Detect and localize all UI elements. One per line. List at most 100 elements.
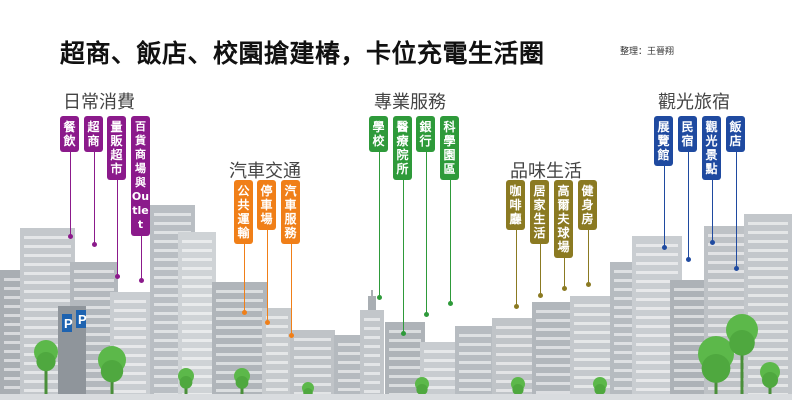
building-window-row	[748, 330, 788, 333]
pointer-dot	[114, 274, 120, 279]
building-window-row	[708, 243, 746, 246]
tag-car-service: 汽車服務	[281, 180, 300, 244]
tree-icon	[512, 384, 524, 396]
building-window-row	[674, 288, 706, 291]
building-window-row	[182, 258, 212, 261]
building-window-row	[708, 315, 746, 318]
building-window-row	[114, 390, 146, 393]
building-window-row	[536, 310, 573, 313]
building-window-row	[338, 352, 380, 355]
building-window-row	[389, 384, 421, 387]
tag-hotel: 飯店	[726, 116, 745, 152]
building-window-row	[24, 335, 71, 338]
tag-gym: 健身房	[578, 180, 597, 230]
pointer-line	[378, 152, 380, 297]
building-window-row	[74, 297, 114, 300]
building-window-row	[266, 388, 288, 391]
building-window-row	[748, 267, 788, 270]
building-window-row	[266, 316, 288, 319]
building-window-row	[182, 240, 212, 243]
pointer-line	[687, 152, 689, 259]
building-window-row	[614, 387, 646, 390]
tag-tourist-spot: 觀光景點	[702, 116, 721, 180]
tree-icon	[100, 360, 124, 383]
building-window-row	[636, 388, 678, 391]
building-window-row	[154, 357, 191, 360]
tag-parking: 停車場	[257, 180, 276, 230]
building-window-row	[389, 357, 421, 360]
building-window-row	[614, 315, 646, 318]
pointer-dot	[67, 234, 73, 239]
building-window-row	[748, 357, 788, 360]
building-window-row	[424, 368, 456, 371]
building-window-row	[154, 321, 191, 324]
pointer-line	[402, 180, 404, 333]
parking-letter-icon: P	[78, 312, 87, 327]
building-window-row	[266, 352, 288, 355]
pointer-dot	[423, 312, 429, 317]
building-window-row	[459, 352, 491, 355]
building-window-row	[294, 347, 331, 350]
building-window-row	[114, 372, 146, 375]
tower-antenna	[371, 290, 373, 298]
building-window-row	[294, 338, 331, 341]
tree-icon	[594, 384, 606, 396]
building-window-row	[114, 300, 146, 303]
building-window-row	[154, 249, 191, 252]
building-window-row	[266, 370, 288, 373]
tag-public-transport: 公共運輸	[234, 180, 253, 244]
building-window-row	[614, 270, 646, 273]
building-window-row	[459, 361, 491, 364]
building-window-row	[154, 267, 191, 270]
building-window-row	[674, 342, 706, 345]
building-window-row	[182, 294, 212, 297]
building-window-row	[674, 378, 706, 381]
building-window-row	[674, 297, 706, 300]
building-window-row	[182, 339, 212, 342]
building-window-row	[674, 351, 706, 354]
pointer-dot	[661, 245, 667, 250]
building-window-row	[614, 297, 646, 300]
building-window-row	[536, 346, 573, 349]
building-window-row	[114, 354, 146, 357]
pointer-line	[266, 230, 268, 322]
parking-sign	[76, 310, 86, 328]
building-window-row	[459, 343, 491, 346]
tag-school: 學校	[369, 116, 388, 152]
building-window-row	[154, 375, 191, 378]
building-window-row	[154, 348, 191, 351]
building-window-row	[674, 315, 706, 318]
pointer-line	[69, 152, 71, 236]
building-window-row	[74, 333, 114, 336]
building-window-row	[496, 371, 533, 374]
building-window-row	[574, 367, 611, 370]
building-window-row	[424, 350, 456, 353]
building-window-row	[364, 318, 380, 321]
building-window-row	[748, 231, 788, 234]
building-window-row	[154, 384, 191, 387]
building-window-row	[24, 290, 71, 293]
building-window-row	[24, 236, 71, 239]
pointer-dot	[138, 278, 144, 283]
building-window-row	[266, 325, 288, 328]
building-window-row	[182, 357, 212, 360]
building-window-row	[114, 327, 146, 330]
building-window-row	[364, 354, 380, 357]
building-window-row	[364, 345, 380, 348]
building-window-row	[24, 245, 71, 248]
building	[570, 296, 615, 400]
building-window-row	[708, 270, 746, 273]
building-window-row	[708, 234, 746, 237]
pointer-line	[515, 230, 517, 306]
building-window-row	[216, 344, 263, 347]
building-window-row	[24, 299, 71, 302]
building-window-row	[182, 321, 212, 324]
tree-icon	[179, 376, 193, 389]
category-lifestyle: 品味生活	[510, 161, 582, 182]
building-window-row	[708, 261, 746, 264]
tree-icon	[416, 384, 428, 396]
building-window-row	[536, 355, 573, 358]
building-window-row	[536, 373, 573, 376]
building-window-row	[636, 316, 678, 319]
pointer-dot	[241, 310, 247, 315]
